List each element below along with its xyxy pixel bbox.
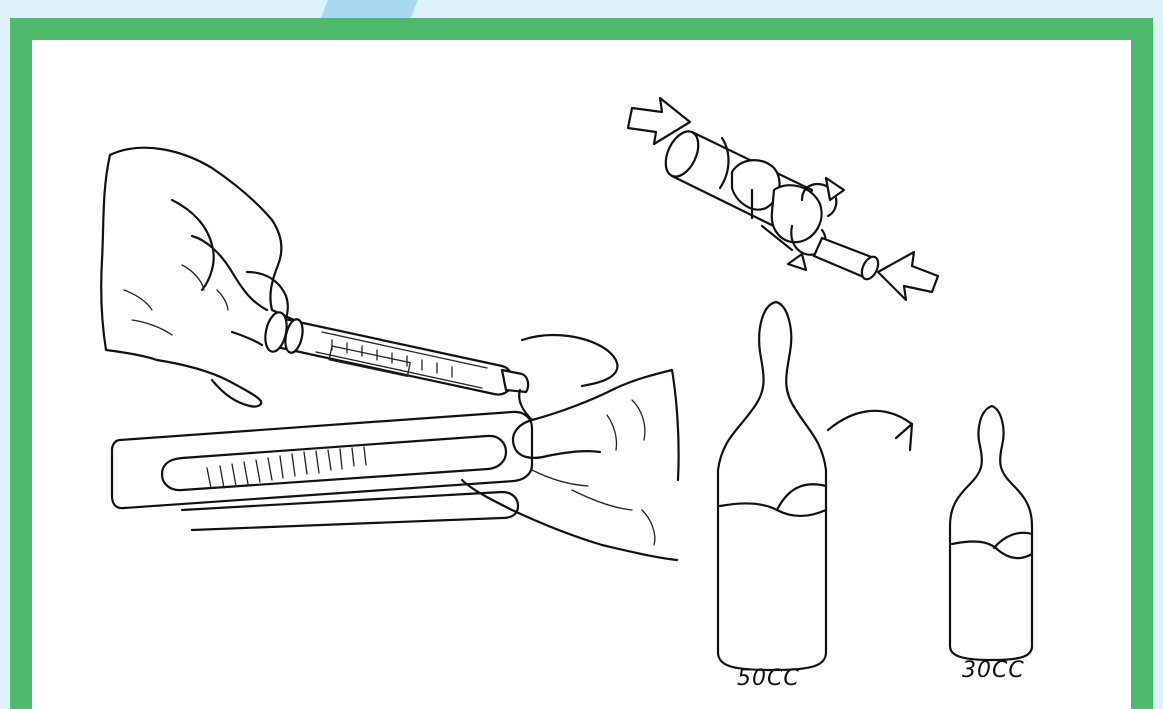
large-vial-label: 50CC: [737, 666, 800, 691]
gloved-hands-syringe-icon: [101, 148, 678, 560]
illustration-frame: 50CC 30CC: [10, 18, 1153, 709]
illustration-panel: 50CC 30CC: [32, 40, 1131, 709]
small-vial-icon: [950, 406, 1032, 660]
drawing-canvas: [32, 40, 1131, 709]
transfer-arrow-icon: [828, 411, 912, 450]
small-vial-label: 30CC: [962, 658, 1025, 683]
large-vial-icon: [718, 302, 826, 670]
stopcock-connector-icon: [628, 98, 938, 300]
